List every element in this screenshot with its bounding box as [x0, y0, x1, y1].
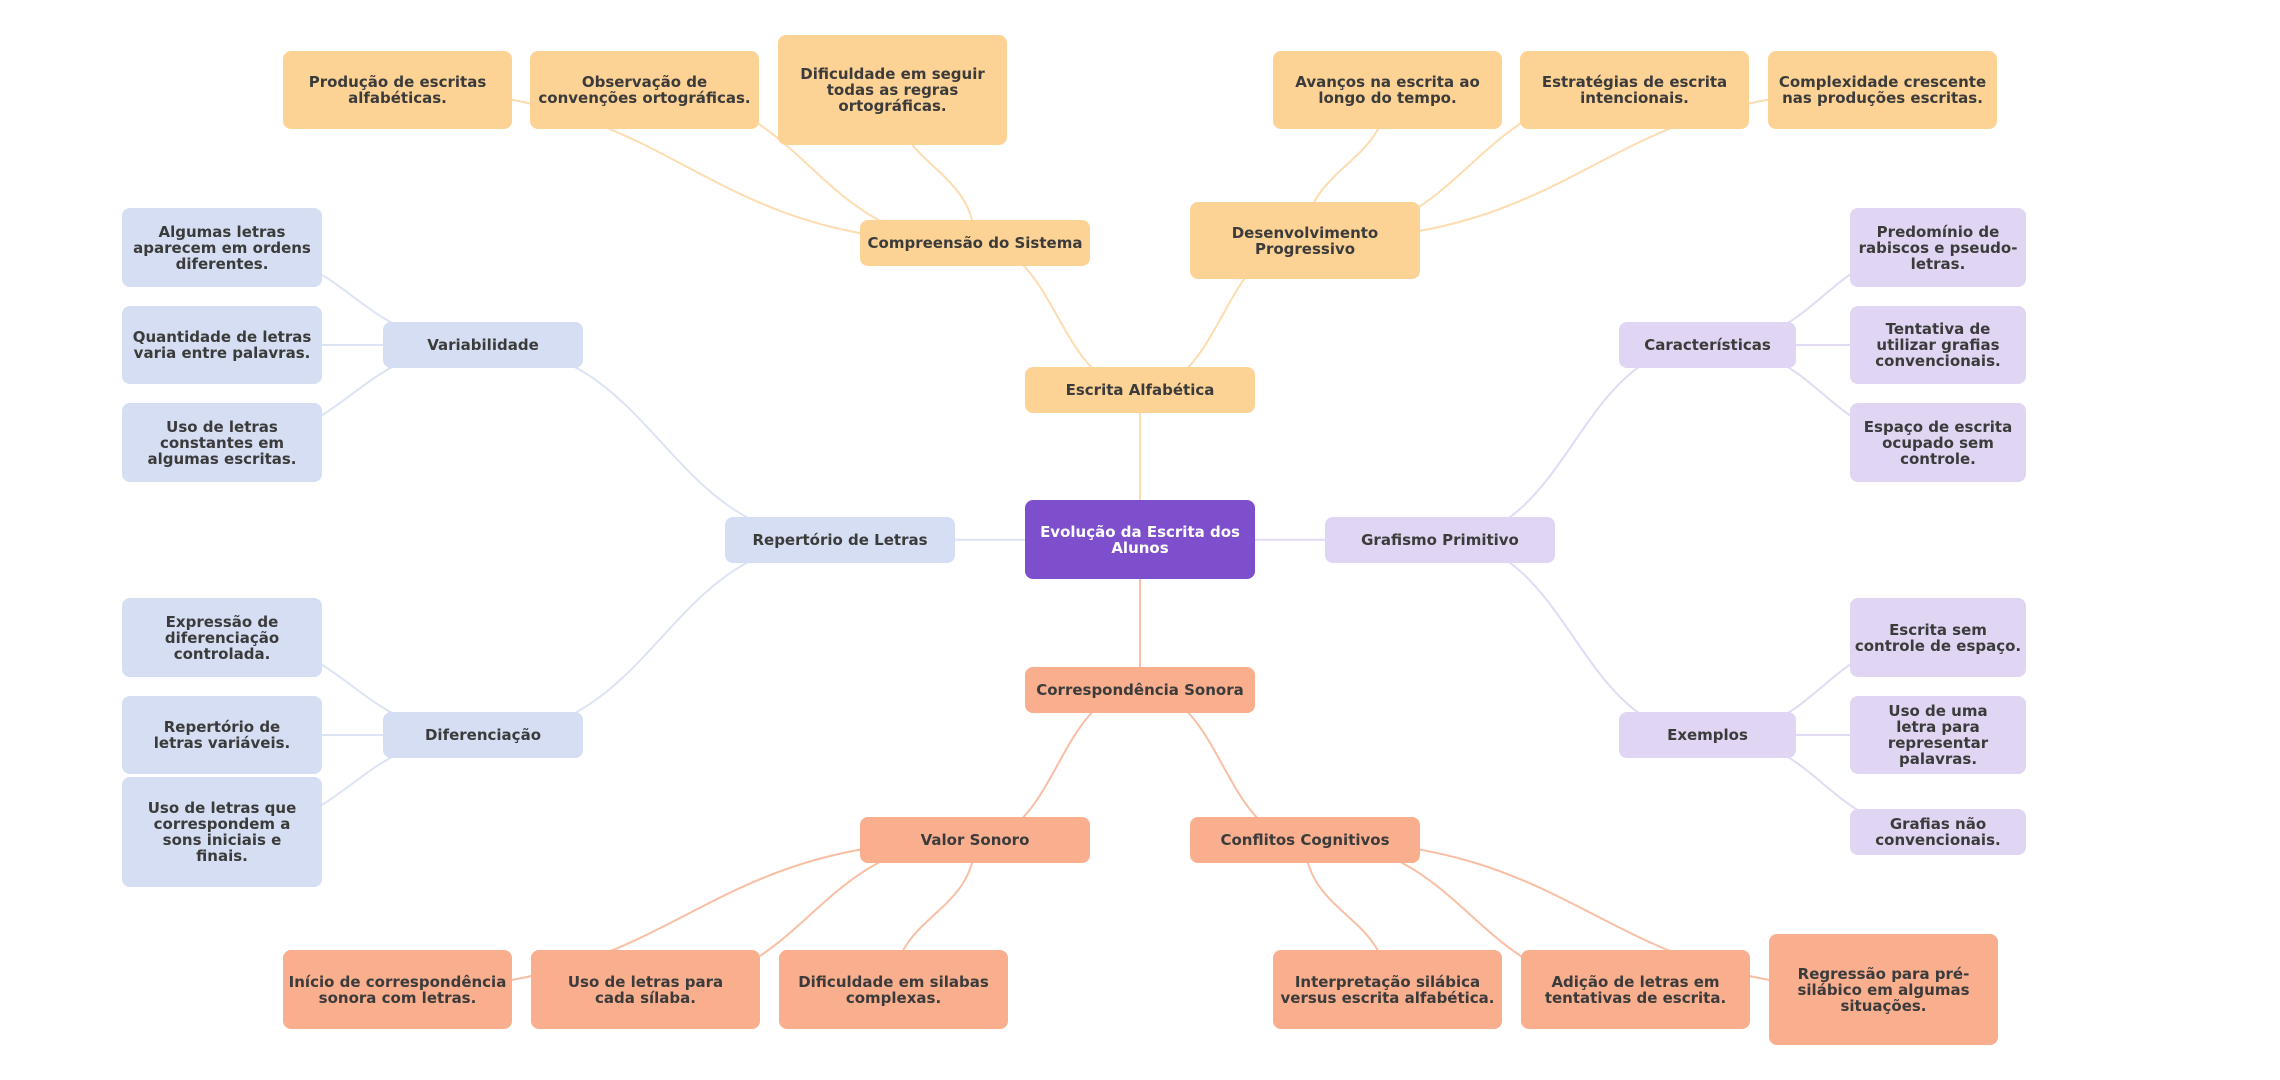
leaf-escrita-sem-controle[interactable]: Escrita sem controle de espaço.	[1850, 598, 2026, 677]
node-label: Diferenciação	[424, 726, 541, 744]
leaf-inicio[interactable]: Início de correspondência sonora com let…	[283, 950, 512, 1029]
leaf-uso-constantes[interactable]: Uso de letras constantes em algumas escr…	[122, 403, 322, 482]
node-conflitos-cognitivos[interactable]: Conflitos Cognitivos	[1190, 817, 1420, 863]
leaf-uso-silaba[interactable]: Uso de letras para cada sílaba.	[531, 950, 760, 1029]
leaf-dificuldade-regras[interactable]: Dificuldade em seguir todas as regras or…	[778, 35, 1007, 145]
node-label: Conflitos Cognitivos	[1220, 831, 1390, 849]
leaf-uma-letra[interactable]: Uso de uma letra para representar palavr…	[1850, 696, 2026, 774]
leaf-quantidade[interactable]: Quantidade de letras varia entre palavra…	[122, 306, 322, 384]
node-label: Predomínio de rabiscos e pseudo-letras.	[1858, 222, 2018, 273]
node-exemplos[interactable]: Exemplos	[1619, 712, 1796, 758]
node-label: Dificuldade em silabas complexas.	[798, 972, 989, 1007]
node-label: Adição de letras em tentativas de escrit…	[1544, 972, 1727, 1007]
leaf-espaco[interactable]: Espaço de escrita ocupado sem controle.	[1850, 403, 2026, 482]
node-label: Exemplos	[1667, 726, 1748, 744]
node-label: Grafismo Primitivo	[1361, 531, 1519, 549]
node-compreensao-do-sistema[interactable]: Compreensão do Sistema	[860, 220, 1090, 266]
leaf-observacao[interactable]: Observação de convenções ortográficas.	[530, 51, 759, 129]
leaf-tentativa[interactable]: Tentativa de utilizar grafias convencion…	[1850, 306, 2026, 384]
leaf-interpretacao[interactable]: Interpretação silábica versus escrita al…	[1273, 950, 1502, 1029]
node-label: Tentativa de utilizar grafias convencion…	[1875, 320, 2001, 370]
node-label: Produção de escritas alfabéticas.	[308, 73, 487, 107]
leaf-repertorio-variaveis[interactable]: Repertório de letras variáveis.	[122, 696, 322, 774]
leaf-uso-sons[interactable]: Uso de letras que correspondem a sons in…	[122, 777, 322, 887]
node-label: Uso de letras que correspondem a sons in…	[147, 799, 297, 865]
leaf-adicao[interactable]: Adição de letras em tentativas de escrit…	[1521, 950, 1750, 1029]
node-valor-sonoro[interactable]: Valor Sonoro	[860, 817, 1090, 863]
node-label: Desenvolvimento Progressivo	[1231, 223, 1379, 258]
node-label: Estratégias de escrita intencionais.	[1541, 73, 1728, 107]
node-label: Correspondência Sonora	[1036, 681, 1244, 699]
connector-repertorio-variabilidade	[482, 344, 841, 541]
leaf-regressao[interactable]: Regressão para pré-silábico em algumas s…	[1769, 934, 1998, 1045]
root-node[interactable]: Evolução da Escrita dos Alunos	[1025, 500, 1255, 579]
node-label: Algumas letras aparecem em ordens difere…	[133, 222, 311, 273]
node-label: Repertório de Letras	[752, 531, 928, 549]
node-diferenciacao[interactable]: Diferenciação	[383, 712, 583, 758]
node-label: Características	[1644, 336, 1771, 354]
leaf-complexidade[interactable]: Complexidade crescente nas produções esc…	[1768, 51, 1997, 129]
node-label: Expressão de diferenciação controlada.	[164, 612, 280, 663]
node-label: Uso de letras para cada sílaba.	[567, 972, 724, 1007]
leaf-avancos[interactable]: Avanços na escrita ao longo do tempo.	[1273, 51, 1502, 129]
node-label: Complexidade crescente nas produções esc…	[1778, 73, 1987, 107]
node-label: Variabilidade	[427, 336, 539, 354]
node-label: Dificuldade em seguir todas as regras or…	[800, 65, 985, 115]
node-repertorio-de-letras[interactable]: Repertório de Letras	[725, 517, 955, 563]
leaf-expressao[interactable]: Expressão de diferenciação controlada.	[122, 598, 322, 677]
node-label: Quantidade de letras varia entre palavra…	[132, 328, 312, 362]
leaf-estrategias[interactable]: Estratégias de escrita intencionais.	[1520, 51, 1749, 129]
node-label: Valor Sonoro	[920, 831, 1030, 849]
node-caracteristicas[interactable]: Características	[1619, 322, 1796, 368]
node-label: Repertório de letras variáveis.	[153, 718, 291, 752]
node-label: Início de correspondência sonora com let…	[288, 972, 507, 1007]
node-label: Interpretação silábica versus escrita al…	[1280, 972, 1495, 1007]
node-correspondencia-sonora[interactable]: Correspondência Sonora	[1025, 667, 1255, 713]
leaf-dificuldade-silabas[interactable]: Dificuldade em silabas complexas.	[779, 950, 1008, 1029]
connector-grafismo-caracteristicas	[1439, 344, 1708, 541]
node-grafismo-primitivo[interactable]: Grafismo Primitivo	[1325, 517, 1555, 563]
connector-grafismo-exemplos	[1439, 539, 1708, 736]
connector-repertorio-diferenciacao	[482, 539, 841, 736]
leaf-producao[interactable]: Produção de escritas alfabéticas.	[283, 51, 512, 129]
node-escrita-alfabetica[interactable]: Escrita Alfabética	[1025, 367, 1255, 413]
node-label: Uso de uma letra para representar palavr…	[1887, 702, 1989, 768]
node-label: Regressão para pré-silábico em algumas s…	[1797, 964, 1970, 1015]
node-label: Avanços na escrita ao longo do tempo.	[1295, 73, 1480, 107]
node-label: Espaço de escrita ocupado sem controle.	[1863, 417, 2013, 468]
node-label: Observação de convenções ortográficas.	[538, 73, 751, 107]
leaf-predominio[interactable]: Predomínio de rabiscos e pseudo-letras.	[1850, 208, 2026, 287]
root-node-label: Evolução da Escrita dos Alunos	[1040, 522, 1240, 557]
node-desenvolvimento-progressivo[interactable]: Desenvolvimento Progressivo	[1190, 202, 1420, 279]
leaf-algumas-letras[interactable]: Algumas letras aparecem em ordens difere…	[122, 208, 322, 287]
node-label: Compreensão do Sistema	[867, 234, 1083, 252]
node-label: Escrita sem controle de espaço.	[1854, 620, 2022, 655]
node-label: Grafias não convencionais.	[1875, 815, 2001, 849]
node-label: Escrita Alfabética	[1065, 381, 1215, 399]
leaf-grafias-nao[interactable]: Grafias não convencionais.	[1850, 809, 2026, 855]
node-label: Uso de letras constantes em algumas escr…	[147, 417, 297, 468]
node-variabilidade[interactable]: Variabilidade	[383, 322, 583, 368]
